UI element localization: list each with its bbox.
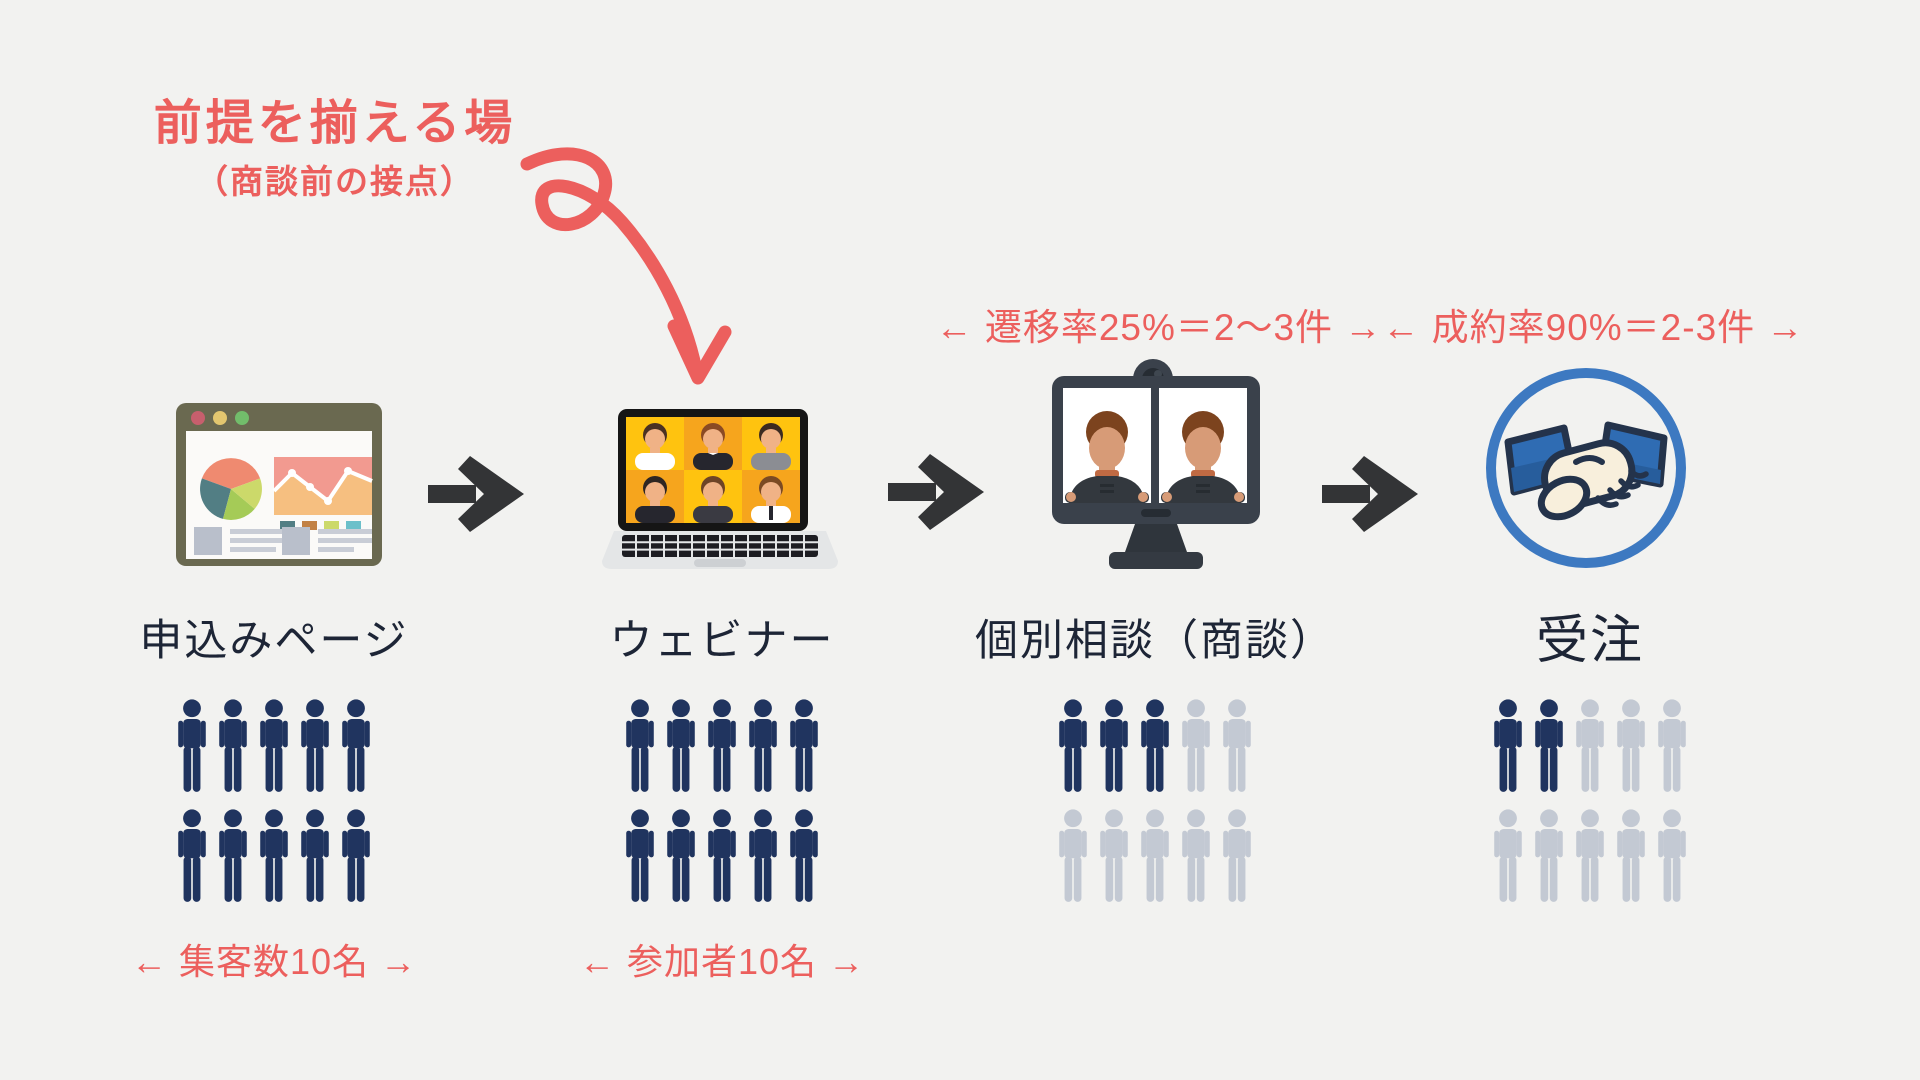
flow-arrow-icon <box>888 454 984 530</box>
person-icon <box>1494 809 1522 902</box>
annotation-title: 前提を揃える場 <box>153 97 517 150</box>
person-icon <box>749 809 777 902</box>
person-icon <box>1100 809 1128 902</box>
person-icon <box>1576 699 1604 792</box>
stage-label-consultation: 個別相談（商談） <box>975 617 1335 665</box>
person-icon <box>708 809 736 902</box>
person-icon <box>342 809 370 902</box>
person-icon <box>1059 699 1087 792</box>
stage-signup-page: 申込みページ ← 集客数10名 → <box>104 0 444 1080</box>
handshake-icon <box>1486 368 1686 568</box>
footnote-signup-page: ← 集客数10名 → <box>130 941 418 982</box>
stage-label-webinar: ウェビナー <box>609 617 835 665</box>
person-icon <box>790 699 818 792</box>
people-grid-webinar <box>624 698 820 905</box>
person-icon <box>1576 809 1604 902</box>
person-icon <box>219 699 247 792</box>
monitor-consultation-icon <box>1052 359 1260 569</box>
stage-label-order: 受注 <box>1535 612 1644 670</box>
annotation-callout: 前提を揃える場 （商談前の接点） <box>135 96 535 203</box>
person-icon <box>342 699 370 792</box>
laptop-video-call-icon <box>602 409 838 569</box>
person-icon <box>178 809 206 902</box>
flow-arrow-icon <box>1322 456 1418 532</box>
participant-avatar <box>635 423 791 523</box>
browser-analytics-icon <box>176 403 382 566</box>
annotation-subtitle: （商談前の接点） <box>195 163 475 201</box>
person-icon <box>667 699 695 792</box>
person-icon <box>1617 699 1645 792</box>
person-icon <box>1059 809 1087 902</box>
person-icon <box>667 809 695 902</box>
person-icon <box>1182 699 1210 792</box>
footnote-webinar: ← 参加者10名 → <box>578 941 866 982</box>
person-icon <box>626 809 654 902</box>
person-icon <box>1141 699 1169 792</box>
person-icon <box>749 699 777 792</box>
stage-order: 受注 <box>1420 0 1760 1080</box>
consultant-avatar <box>1065 411 1149 503</box>
person-icon <box>219 809 247 902</box>
person-icon <box>178 699 206 792</box>
person-icon <box>260 699 288 792</box>
person-icon <box>1535 809 1563 902</box>
person-icon <box>790 809 818 902</box>
person-icon <box>1535 699 1563 792</box>
person-icon <box>1182 809 1210 902</box>
people-grid-signup-page <box>176 698 372 905</box>
person-icon <box>626 699 654 792</box>
curly-arrow-icon <box>520 147 732 385</box>
person-icon <box>260 809 288 902</box>
person-icon <box>301 699 329 792</box>
person-icon <box>1223 699 1251 792</box>
person-icon <box>1100 699 1128 792</box>
stage-webinar: ウェビナー ← 参加者10名 → <box>552 0 892 1080</box>
person-icon <box>1141 809 1169 902</box>
transition-rate-label: ← 遷移率25%＝2〜3件 → <box>935 307 1383 348</box>
flow-arrow-icon <box>428 456 524 532</box>
person-icon <box>1617 809 1645 902</box>
person-icon <box>1223 809 1251 902</box>
stage-consultation: 個別相談（商談） <box>975 0 1333 1080</box>
person-icon <box>301 809 329 902</box>
person-icon <box>1658 809 1686 902</box>
people-grid-order <box>1492 698 1688 905</box>
person-icon <box>708 699 736 792</box>
person-icon <box>1494 699 1522 792</box>
person-icon <box>1658 699 1686 792</box>
rate-annotations: ← 遷移率25%＝2〜3件 →← 成約率90%＝2-3件 → <box>928 297 1812 351</box>
closing-rate-label: ← 成約率90%＝2-3件 → <box>1382 307 1805 348</box>
stage-label-signup-page: 申込みページ <box>139 617 409 665</box>
people-grid-consultation <box>1057 698 1253 905</box>
consultant-avatar <box>1161 411 1245 503</box>
